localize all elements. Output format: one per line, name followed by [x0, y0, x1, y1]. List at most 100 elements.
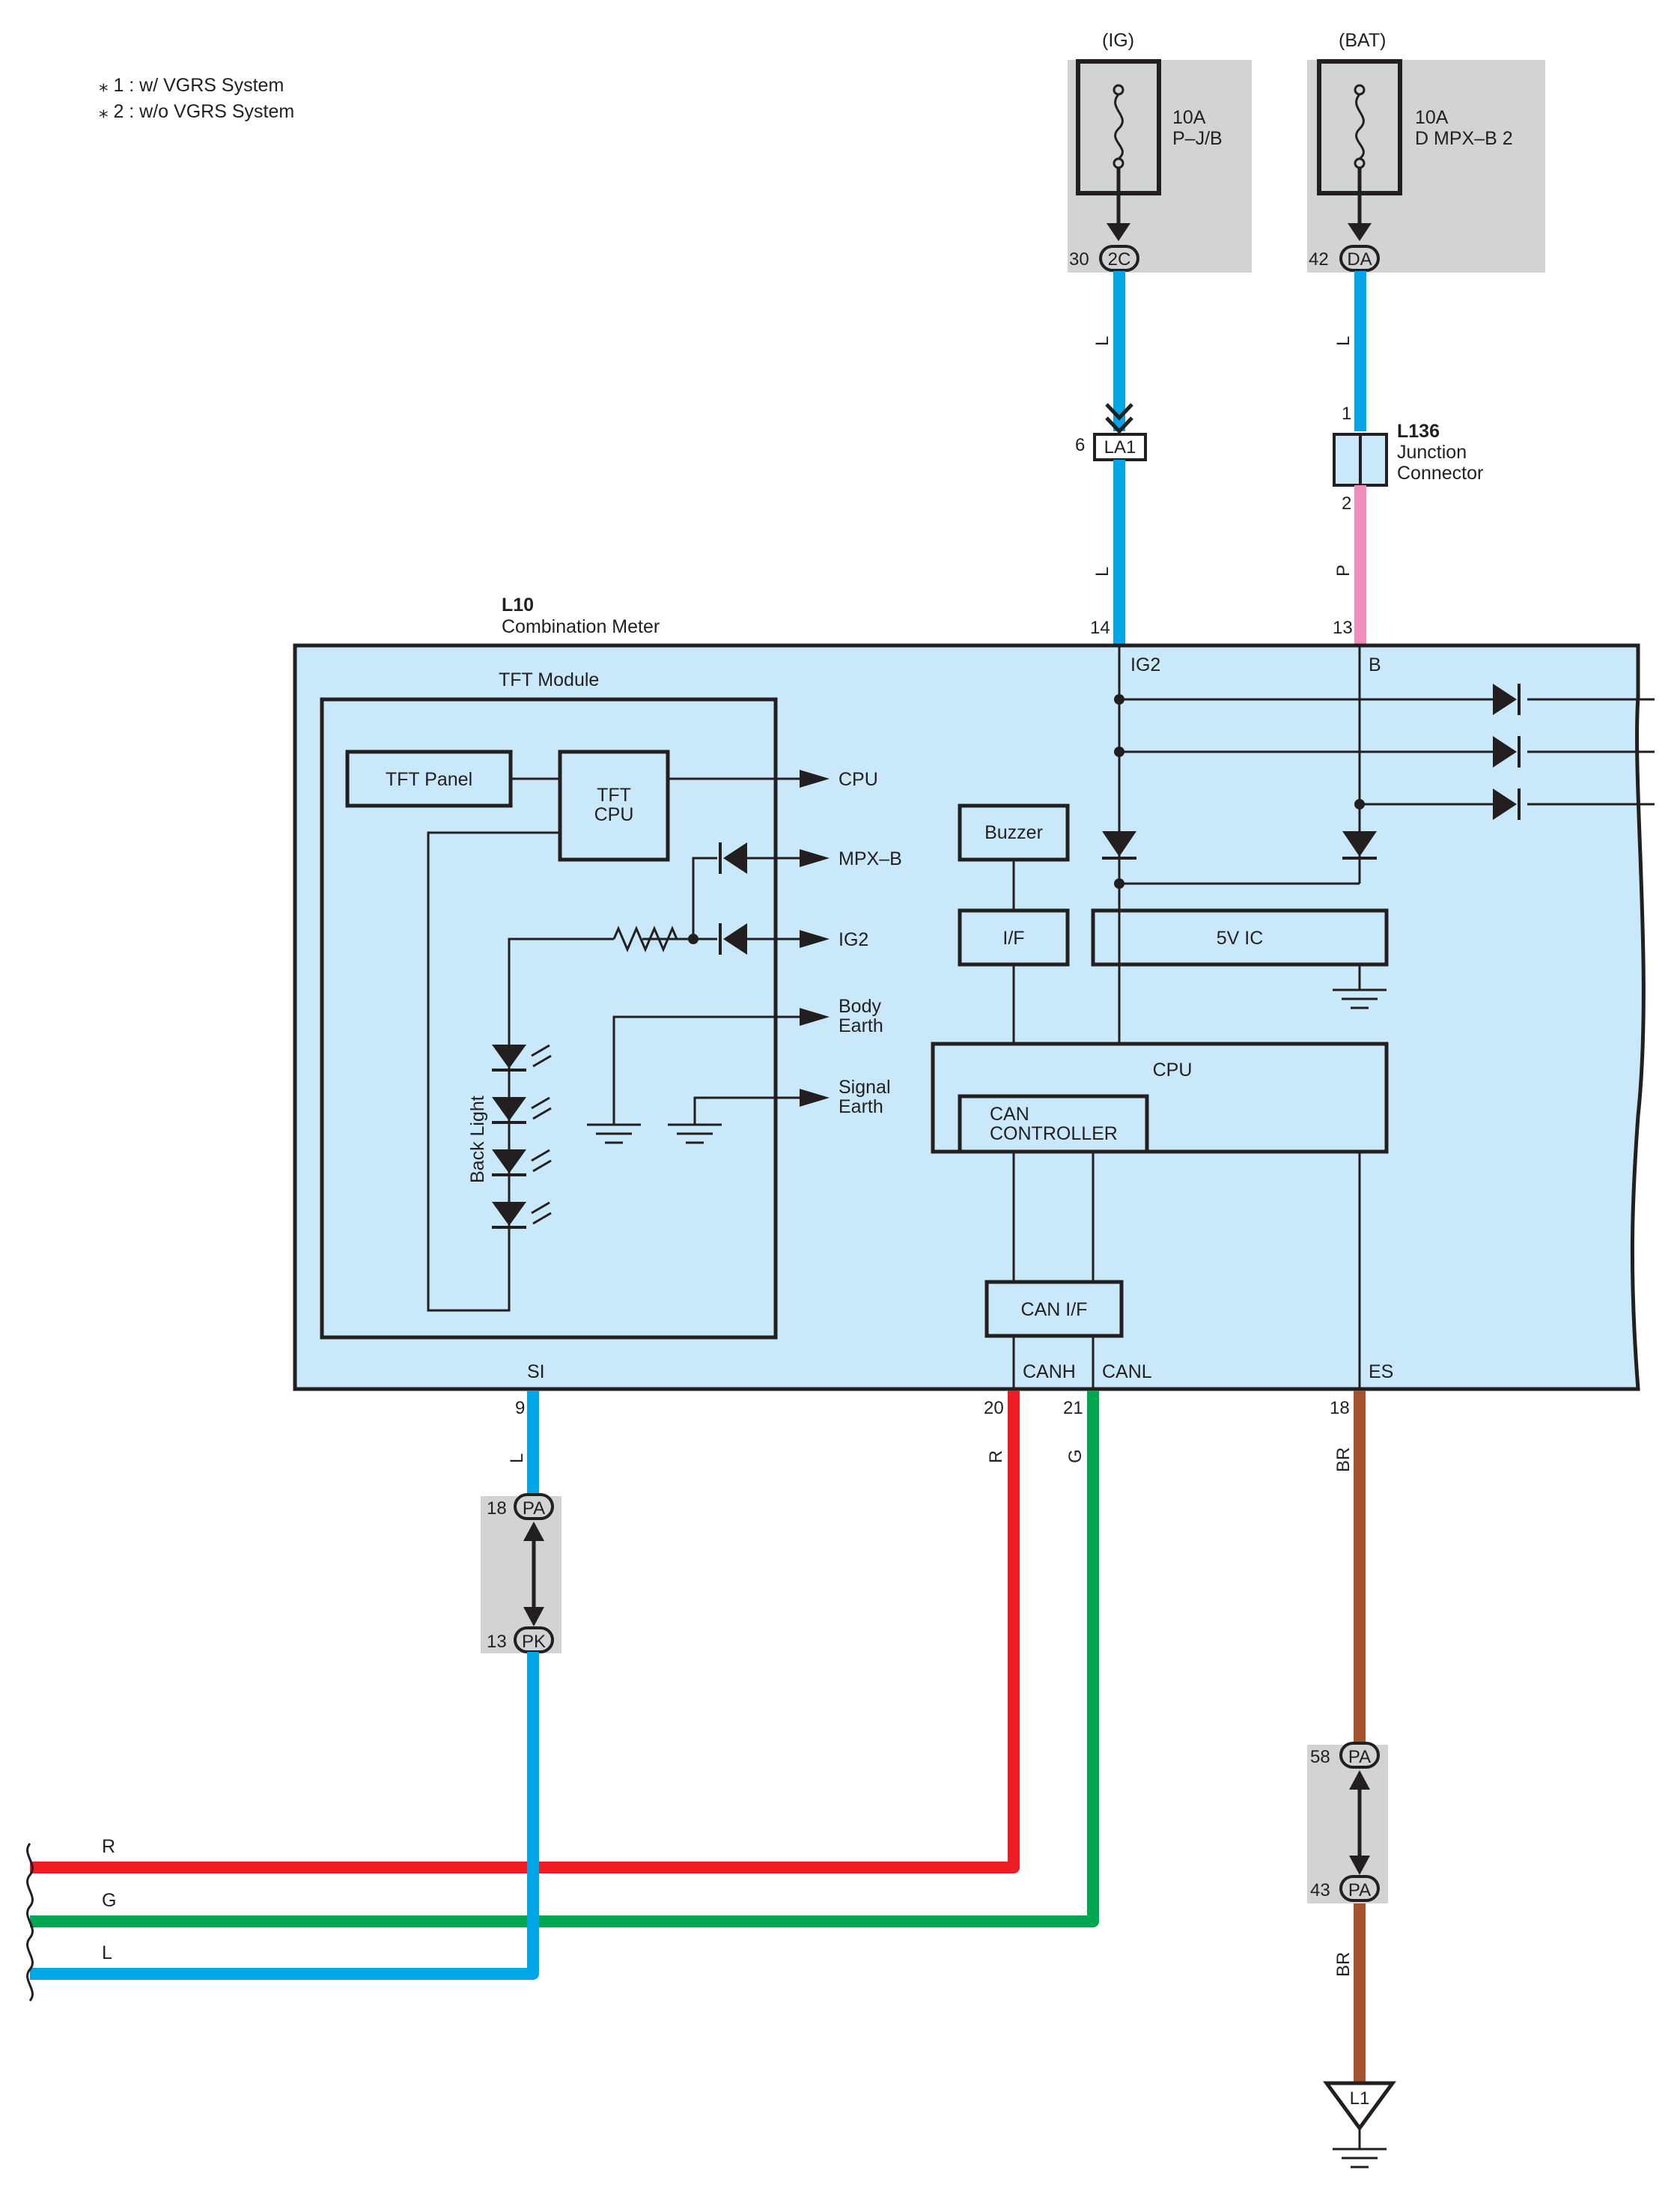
diode-icon [1493, 736, 1521, 768]
fuse-ig-block: (IG) 10A P–J/B 30 2C [1068, 30, 1252, 273]
tft-title: TFT Module [499, 669, 599, 690]
led-icon [492, 1096, 552, 1124]
meter-id: L10 [502, 595, 534, 616]
if-label: I/F [1002, 928, 1024, 949]
tft-output-body-2: Earth [839, 1015, 883, 1036]
fuse-bat-name: D MPX–B 2 [1415, 128, 1513, 149]
can-controller-label-2: CONTROLLER [990, 1123, 1118, 1144]
can-if-block [984, 1280, 1124, 1338]
meter-pin-es: 18 [1330, 1398, 1350, 1418]
connector-pa-58 [1339, 1742, 1380, 1769]
fuse-ig-pin: 30 [1069, 249, 1089, 270]
arrow-down-icon [523, 1607, 544, 1626]
fuse-bat-pin: 42 [1309, 249, 1329, 270]
buzzer-label: Buzzer [984, 822, 1043, 843]
ground-point-l1: L1 [1323, 2081, 1396, 2169]
terminal-canl: CANL [1102, 1361, 1152, 1382]
wire-br-es-lower [1354, 1903, 1366, 2083]
arrow-down-icon [1349, 1856, 1370, 1875]
pa-pa-top-conn: PA [1348, 1747, 1371, 1767]
wire-br-es-upper [1354, 1391, 1366, 1744]
bus-label-g: G [102, 1890, 116, 1911]
ground-label: L1 [1350, 2088, 1370, 2109]
tft-wiring [427, 777, 801, 1312]
diode-icon [1102, 831, 1136, 860]
junction-id: L136 [1397, 421, 1440, 442]
node-dot [1114, 878, 1124, 889]
tft-output-cpu: CPU [839, 769, 878, 790]
connector-pa-43 [1339, 1875, 1380, 1902]
can-if-label: CAN I/F [1021, 1299, 1088, 1320]
tft-cpu-block [558, 750, 670, 862]
bus-label-r: R [102, 1836, 115, 1857]
connector-2c [1099, 245, 1139, 272]
wire-l-ig-upper [1113, 271, 1125, 431]
resistor-icon [612, 926, 678, 952]
diode-icon [1493, 788, 1521, 820]
arrow-up-icon [1349, 1770, 1370, 1790]
diode-icon [719, 923, 747, 955]
wire-code-l-si: L [507, 1453, 527, 1463]
arrow-down-icon [1348, 223, 1372, 241]
pa-pk-bottom-conn: PK [522, 1632, 546, 1652]
connector-la1-label: LA1 [1104, 437, 1136, 458]
wire-code-br-1: BR [1333, 1447, 1354, 1472]
terminal-si: SI [527, 1361, 545, 1382]
fuse-ig-source: (IG) [1102, 30, 1134, 51]
arrow-right-icon [800, 1089, 830, 1107]
arrow-up-icon [523, 1522, 544, 1541]
wire-code-l-2: L [1092, 567, 1113, 577]
tft-cpu-label-2: CPU [594, 804, 634, 825]
terminal-canh: CANH [1023, 1361, 1076, 1382]
can-controller-label-1: CAN [990, 1104, 1029, 1125]
pa-pa-bottom-conn: PA [1348, 1880, 1371, 1900]
wire-break-icon [26, 1843, 34, 2002]
meter-pin-canl: 21 [1063, 1398, 1083, 1418]
tft-output-signal-1: Signal [839, 1077, 891, 1098]
ic-5v-label: 5V IC [1217, 928, 1264, 949]
diode-icon [1493, 684, 1521, 715]
wire-p-bat [1354, 485, 1366, 645]
junction-name-2: Connector [1397, 463, 1483, 484]
tft-cpu-label-1: TFT [597, 785, 631, 806]
pa-pa-bottom-pin: 43 [1310, 1880, 1330, 1900]
node-dot [1354, 799, 1365, 809]
wire-l-bat-upper [1354, 271, 1366, 431]
conn-la1-pin: 6 [1075, 435, 1085, 455]
combination-meter-body [293, 643, 1646, 1391]
cpu-block [931, 1042, 1389, 1154]
meter-pin-canh: 20 [984, 1398, 1004, 1418]
node-dot [688, 934, 699, 944]
wire-code-r: R [986, 1450, 1006, 1463]
note-2: ⁎ 2 : w/o VGRS System [99, 101, 294, 122]
pa-pa-top-pin: 58 [1310, 1747, 1330, 1767]
diode-icon [1342, 831, 1377, 860]
wire-code-g: G [1065, 1449, 1086, 1463]
pa-pk-top-pin: 18 [487, 1498, 507, 1519]
terminal-es: ES [1369, 1361, 1393, 1382]
ground-icon [1333, 964, 1387, 1009]
tft-output-body-1: Body [839, 996, 881, 1017]
wire-code-br-2: BR [1333, 1952, 1354, 1977]
fuse-bat-rating: 10A [1415, 107, 1449, 128]
junction-name-1: Junction [1397, 442, 1467, 463]
connector-pa-pk: 18 PA 13 PK [481, 1493, 561, 1653]
cpu-label: CPU [1153, 1060, 1193, 1081]
tft-panel-label: TFT Panel [386, 769, 472, 790]
fuse-bat-source: (BAT) [1339, 30, 1386, 51]
connector-da [1339, 245, 1380, 272]
meter-pin-si: 9 [515, 1398, 525, 1418]
tft-output-mpxb: MPX–B [839, 848, 902, 869]
bus-label-l: L [102, 1942, 112, 1963]
node-dot [1114, 747, 1124, 757]
arrow-right-icon [800, 1008, 830, 1026]
meter-pin-ig2: 14 [1090, 618, 1110, 638]
terminal-b: B [1369, 654, 1381, 675]
wire-g-canl [30, 1391, 1099, 1927]
back-light-label: Back Light [467, 1096, 488, 1183]
pa-pk-top-conn: PA [523, 1498, 545, 1519]
ic-5v-block [1091, 908, 1389, 967]
arrow-right-icon [800, 849, 830, 867]
meter-power-circuit [1118, 645, 1655, 1042]
